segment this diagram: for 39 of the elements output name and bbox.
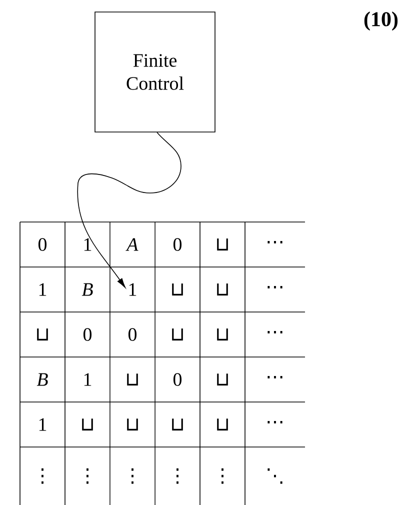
tape-symbol: ⊔ xyxy=(217,328,228,340)
tape-symbol: 0 xyxy=(38,238,47,251)
tape-symbol: ⊔ xyxy=(217,374,228,386)
tape-symbol: 0 xyxy=(173,238,182,251)
tape-symbol: ⊔ xyxy=(127,418,138,430)
tape-symbol: ⋯ xyxy=(268,420,282,424)
tape-symbol: ⋮ xyxy=(176,468,178,484)
tape-symbol: ⊔ xyxy=(217,238,228,250)
tape-symbol: 0 xyxy=(173,373,182,386)
tape-symbol: ⊔ xyxy=(172,418,183,430)
arrow xyxy=(77,132,182,288)
tape-symbol: 0 xyxy=(83,328,92,341)
tape-symbol: ⋯ xyxy=(268,286,282,288)
tape-symbol: ⋮ xyxy=(132,468,134,484)
tape-symbol: ⊔ xyxy=(127,374,138,386)
tape-symbol: ⋯ xyxy=(268,376,282,378)
tape-symbol: 1 xyxy=(84,373,92,386)
tape-symbol: ⋱ xyxy=(268,468,282,484)
tape-symbol: 0 xyxy=(128,328,137,341)
tape-symbol: 1 xyxy=(39,418,46,431)
tape-symbol: ⊔ xyxy=(217,284,228,296)
finite-control-box: Finite Control xyxy=(94,12,216,132)
tape-symbol: ⊔ xyxy=(82,418,93,430)
tape-symbol: A xyxy=(126,238,138,251)
tape-symbol: ⊔ xyxy=(172,328,183,340)
tape-symbol: 1 xyxy=(129,283,136,296)
tape-symbol: 1 xyxy=(39,283,46,296)
tape-symbol: B xyxy=(82,283,93,296)
tape-symbol: ⋮ xyxy=(86,468,88,484)
tape-symbol: ⋮ xyxy=(42,468,44,484)
tape-symbol: ⊔ xyxy=(217,418,228,430)
tape-symbol: B xyxy=(36,373,48,386)
tape-symbol: ⋮ xyxy=(222,468,224,484)
tape-symbol: ⊔ xyxy=(172,284,183,296)
figure-number: (10) xyxy=(364,12,398,31)
tape-symbol: 1 xyxy=(84,238,92,251)
tape-symbol: ⊔ xyxy=(37,328,48,340)
tape-symbol: ⋯ xyxy=(268,240,282,244)
tape-symbol: ⋯ xyxy=(268,330,282,334)
